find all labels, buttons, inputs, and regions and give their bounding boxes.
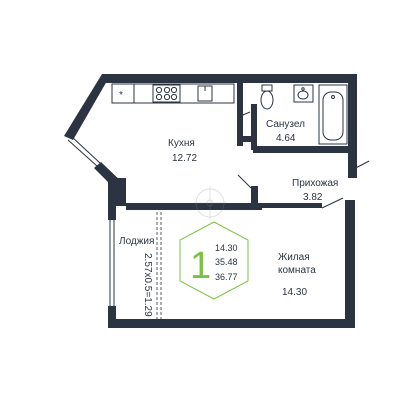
window-kitchen <box>67 139 98 167</box>
hallway-name: Прихожая <box>292 178 338 189</box>
door-hallway <box>351 160 370 171</box>
door-living <box>321 197 344 209</box>
fridge <box>111 83 135 104</box>
door-kitchen <box>237 174 252 189</box>
bathroom-area: 4.64 <box>276 133 296 144</box>
wall-left-diagonal <box>64 74 111 140</box>
living-name-line1: Жилая <box>278 252 310 263</box>
badge-living-area: 14.30 <box>215 243 238 253</box>
living-name-line2: комната <box>278 265 316 276</box>
wall-kitchen-living <box>126 203 262 210</box>
wall-hall-post <box>251 186 258 208</box>
toilet-icon <box>260 84 274 110</box>
kitchen-sink-icon <box>197 85 213 102</box>
wall-living-hallway <box>262 203 322 208</box>
compass-watermark-icon <box>193 186 227 220</box>
bathtub-icon <box>318 84 348 145</box>
badge-hexagon <box>179 221 249 300</box>
wall-bath-column <box>251 104 257 150</box>
window-kitchen-inner <box>71 136 101 164</box>
wall-kitchen-corner <box>108 178 126 206</box>
badge-total-with-loggia: 36.77 <box>215 272 238 282</box>
wall-bath-bottom <box>253 146 348 153</box>
kitchen-counter <box>111 83 235 104</box>
kitchen-name: Кухня <box>168 138 195 149</box>
wall-bath-left <box>237 83 243 146</box>
bathroom-name: Санузел <box>266 119 305 130</box>
wall-bottom <box>108 319 355 328</box>
door-bathroom <box>237 111 251 118</box>
wall-right <box>348 74 357 178</box>
fridge-icon: * <box>119 90 123 101</box>
loggia-area: 2.57x0.5=1.29 <box>142 253 153 317</box>
wall-right-lower <box>345 200 355 328</box>
stove-icon <box>152 84 181 103</box>
badge-rooms-count: 1 <box>190 245 211 287</box>
hallway-area: 3.82 <box>303 192 323 203</box>
washbasin-icon <box>293 84 314 103</box>
wall-loggia-left <box>108 206 116 220</box>
badge-total-area: 35.48 <box>215 257 238 267</box>
wall-loggia-left-lower <box>108 306 116 328</box>
wall-bath-left-lower <box>237 136 253 142</box>
loggia-name: Лоджия <box>119 236 154 247</box>
apartment-badge: 1 14.30 35.48 36.77 <box>179 221 249 300</box>
kitchen-area: 12.72 <box>172 153 197 164</box>
wall-top <box>102 74 357 83</box>
living-area: 14.30 <box>282 287 307 298</box>
